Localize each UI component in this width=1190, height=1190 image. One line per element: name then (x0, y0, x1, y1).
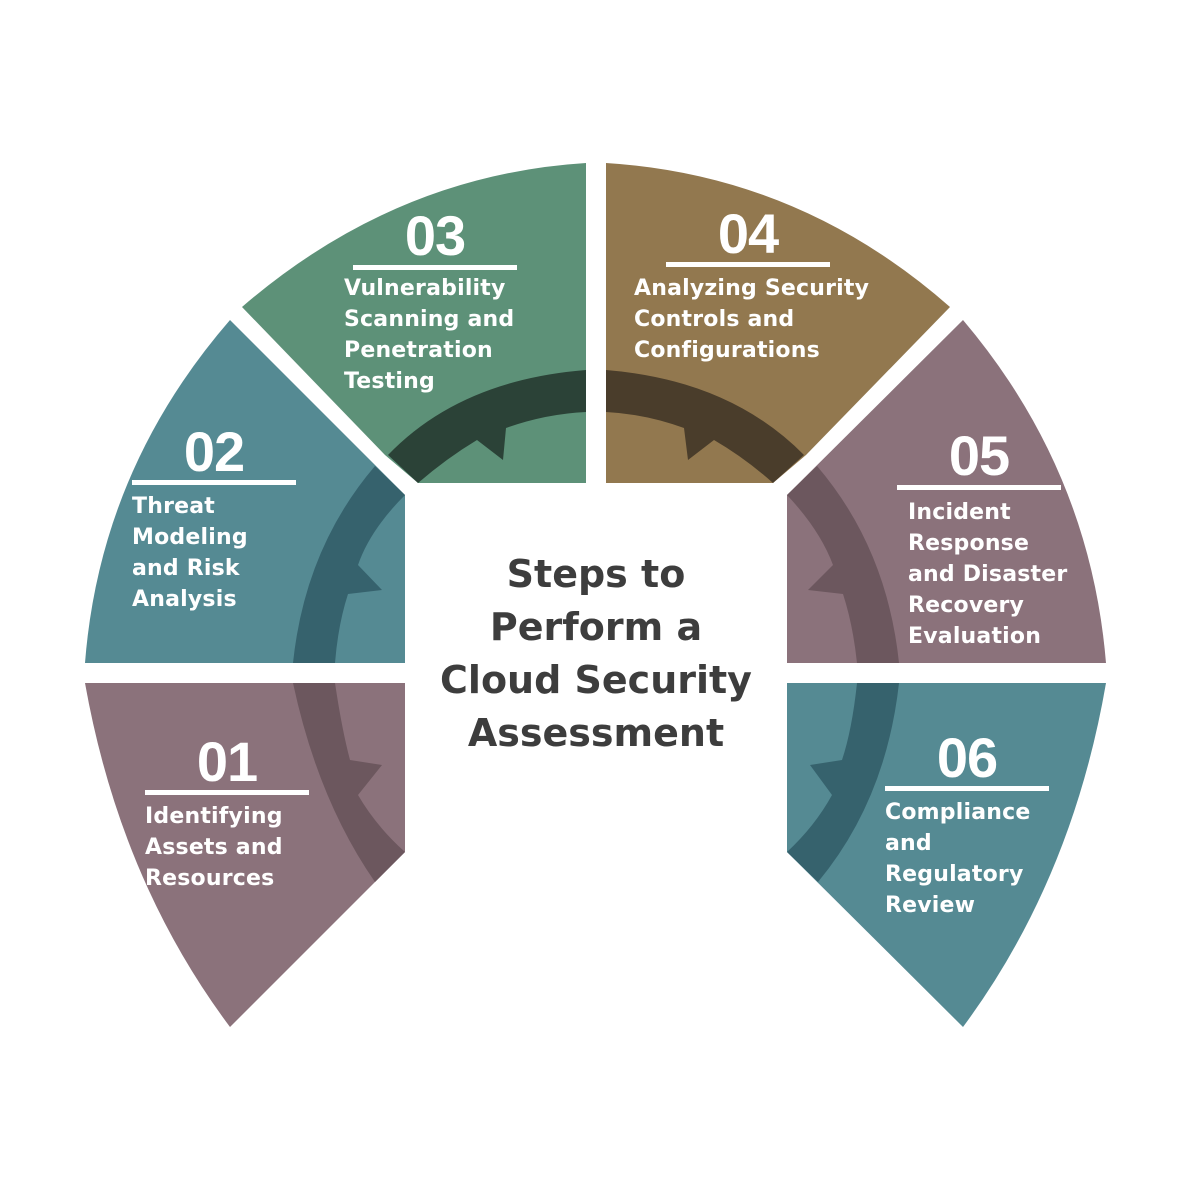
step-05-label: Incident Response and Disaster Recovery … (908, 500, 1068, 649)
step-04-divider (666, 262, 830, 267)
step-03-number: 03 (404, 204, 466, 267)
segment-02 (85, 320, 405, 663)
step-02-number: 02 (183, 420, 245, 483)
step-06-label: Compliance and Regulatory Review (885, 800, 1031, 918)
step-03-label: Vulnerability Scanning and Penetration T… (344, 276, 515, 394)
diagram-title: Steps to Perform a Cloud Security Assess… (440, 552, 752, 755)
step-03-divider (353, 265, 517, 270)
segment-04 (606, 163, 950, 483)
step-02-divider (132, 480, 296, 485)
segment-06 (787, 683, 1106, 1027)
segment-05 (787, 320, 1106, 663)
segment-03 (242, 163, 586, 483)
step-02-label: Threat Modeling and Risk Analysis (132, 494, 248, 612)
step-05-number: 05 (948, 424, 1010, 487)
segment-01 (85, 683, 405, 1027)
step-01-divider (145, 790, 309, 795)
step-06-divider (885, 786, 1049, 791)
step-05-divider (897, 485, 1061, 490)
step-01-label: Identifying Assets and Resources (145, 804, 283, 891)
step-04-number: 04 (717, 202, 779, 265)
step-04-label: Analyzing Security Controls and Configur… (634, 276, 870, 363)
step-01-number: 01 (196, 730, 258, 793)
step-06-number: 06 (936, 726, 998, 789)
